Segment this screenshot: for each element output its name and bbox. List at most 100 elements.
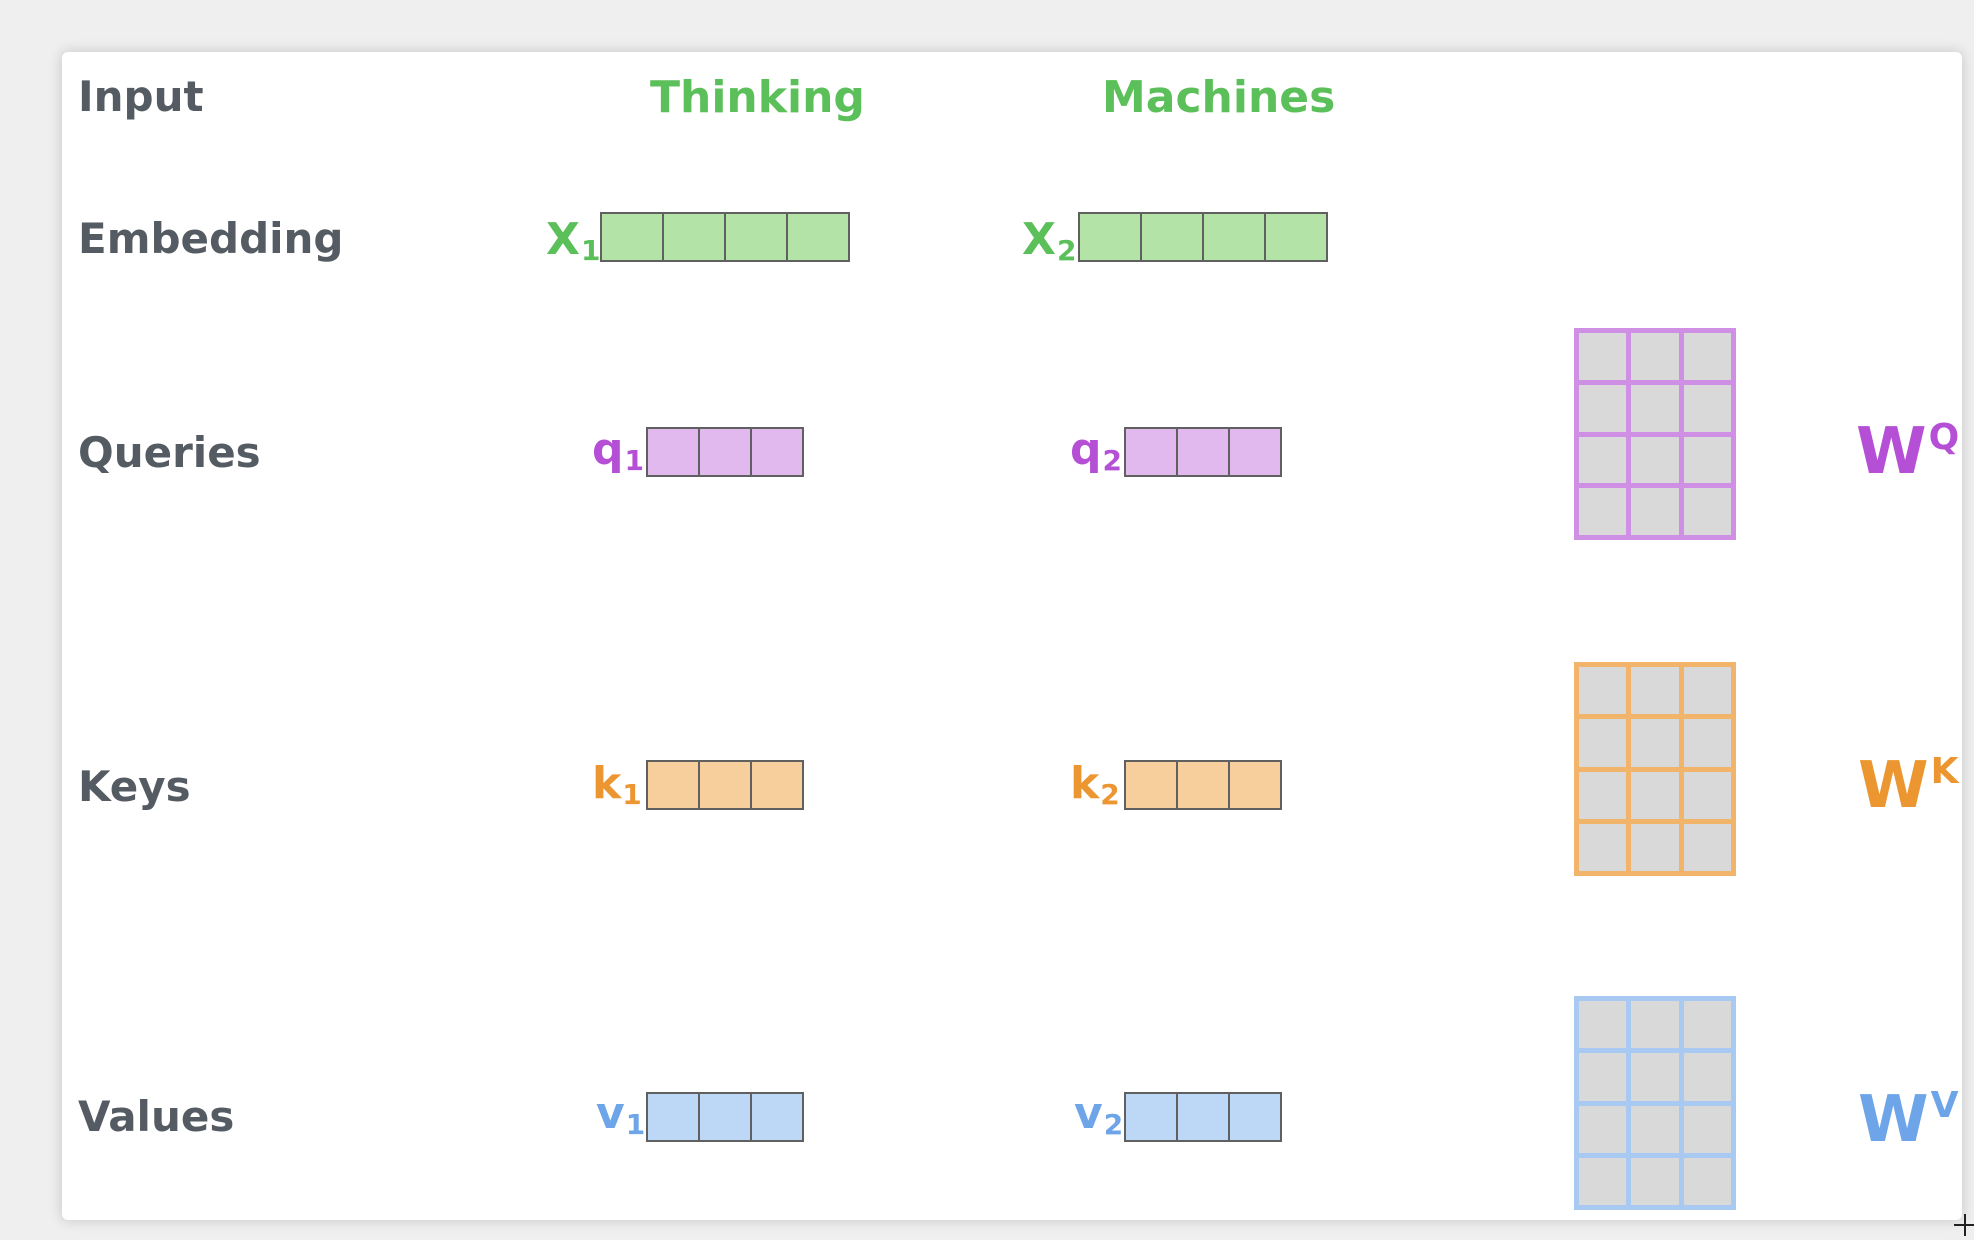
- embedding-vector-cell: [602, 214, 662, 260]
- crosshair-cursor-icon: [1954, 1214, 1974, 1236]
- value-vector-v2: [1124, 1092, 1282, 1142]
- weight-label-wk: WK: [1858, 751, 1959, 819]
- embedding-label-sub: 1: [580, 234, 601, 267]
- weight-matrix-value-cell: [1631, 1001, 1679, 1049]
- weight-matrix-key-cell: [1683, 667, 1731, 715]
- input-word-machines: Machines: [1102, 72, 1336, 123]
- weight-label-base: W: [1856, 415, 1927, 489]
- query-label-sub: 2: [1102, 444, 1122, 477]
- weight-matrix-query: [1574, 328, 1736, 540]
- weight-matrix-value-cell: [1631, 1105, 1679, 1153]
- query-label-base: q: [1070, 424, 1102, 475]
- embedding-vector-cell: [1264, 214, 1326, 260]
- key-label-k2: k2: [1070, 762, 1120, 809]
- embedding-label-sub: 2: [1056, 234, 1077, 267]
- weight-matrix-query-cell: [1579, 436, 1627, 484]
- embedding-vector-x2: [1078, 212, 1328, 262]
- weight-label-sup: K: [1930, 751, 1959, 792]
- row-label-embedding: Embedding: [78, 214, 344, 263]
- embedding-vector-cell: [1140, 214, 1202, 260]
- key-label-sub: 1: [622, 778, 642, 811]
- embedding-vector-cell: [1080, 214, 1140, 260]
- weight-matrix-value-cell: [1631, 1053, 1679, 1101]
- weight-matrix-query-cell: [1683, 384, 1731, 432]
- key-vector-cell: [750, 762, 802, 808]
- row-label-queries: Queries: [78, 428, 261, 477]
- embedding-vector-cell: [1202, 214, 1264, 260]
- weight-matrix-value-cell: [1579, 1105, 1627, 1153]
- weight-matrix-key: [1574, 662, 1736, 876]
- query-vector-cell: [648, 429, 698, 475]
- query-label-base: q: [592, 424, 624, 475]
- value-vector-cell: [1228, 1094, 1280, 1140]
- weight-matrix-key-cell: [1683, 719, 1731, 767]
- weight-matrix-query-cell: [1631, 436, 1679, 484]
- key-vector-cell: [1176, 762, 1228, 808]
- weight-matrix-value-cell: [1683, 1001, 1731, 1049]
- diagram-panel: Input Embedding Queries Keys Values Thin…: [62, 52, 1962, 1220]
- weight-matrix-key-cell: [1631, 667, 1679, 715]
- weight-matrix-query-cell: [1683, 488, 1731, 535]
- weight-matrix-query-cell: [1579, 333, 1627, 380]
- weight-matrix-query-cell: [1631, 384, 1679, 432]
- query-vector-q1: [646, 427, 804, 477]
- key-vector-cell: [1126, 762, 1176, 808]
- weight-matrix-key-cell: [1631, 823, 1679, 871]
- weight-matrix-key-cell: [1579, 823, 1627, 871]
- weight-matrix-query-cell: [1579, 384, 1627, 432]
- value-vector-cell: [698, 1094, 750, 1140]
- value-label-sub: 1: [625, 1108, 646, 1141]
- weight-matrix-value-cell: [1683, 1053, 1731, 1101]
- value-label-v2: v2: [1074, 1092, 1123, 1139]
- key-label-base: k: [1070, 758, 1100, 809]
- value-vector-cell: [648, 1094, 698, 1140]
- query-vector-cell: [1176, 429, 1228, 475]
- embedding-vector-x1: [600, 212, 850, 262]
- weight-matrix-key-cell: [1579, 667, 1627, 715]
- query-vector-cell: [1228, 429, 1280, 475]
- weight-matrix-key-cell: [1579, 719, 1627, 767]
- weight-label-sup: Q: [1928, 417, 1960, 458]
- value-label-base: v: [596, 1088, 625, 1139]
- query-vector-q2: [1124, 427, 1282, 477]
- query-label-sub: 1: [624, 444, 644, 477]
- weight-matrix-query-cell: [1683, 436, 1731, 484]
- query-label-q2: q2: [1070, 428, 1122, 475]
- weight-matrix-value-cell: [1579, 1053, 1627, 1101]
- embedding-label-base: X: [546, 214, 580, 265]
- key-vector-k2: [1124, 760, 1282, 810]
- weight-matrix-query-cell: [1631, 333, 1679, 380]
- row-label-input: Input: [78, 72, 204, 121]
- weight-label-wv: WV: [1858, 1085, 1959, 1153]
- weight-matrix-query-cell: [1683, 333, 1731, 380]
- key-label-k1: k1: [592, 762, 642, 809]
- weight-matrix-value-cell: [1683, 1157, 1731, 1205]
- weight-label-base: W: [1858, 1083, 1929, 1157]
- weight-label-sup: V: [1930, 1085, 1959, 1126]
- value-label-v1: v1: [596, 1092, 645, 1139]
- weight-matrix-query-cell: [1579, 488, 1627, 535]
- embedding-vector-cell: [786, 214, 848, 260]
- weight-label-base: W: [1858, 749, 1929, 823]
- value-vector-cell: [1176, 1094, 1228, 1140]
- key-vector-cell: [698, 762, 750, 808]
- query-vector-cell: [1126, 429, 1176, 475]
- value-label-base: v: [1074, 1088, 1103, 1139]
- embedding-label-base: X: [1022, 214, 1056, 265]
- row-label-values: Values: [78, 1092, 235, 1141]
- key-vector-cell: [1228, 762, 1280, 808]
- key-label-base: k: [592, 758, 622, 809]
- weight-matrix-key-cell: [1631, 771, 1679, 819]
- weight-matrix-value: [1574, 996, 1736, 1210]
- weight-matrix-value-cell: [1579, 1157, 1627, 1205]
- weight-matrix-value-cell: [1579, 1001, 1627, 1049]
- embedding-label-x1: X1: [546, 218, 600, 265]
- weight-matrix-key-cell: [1631, 719, 1679, 767]
- value-label-sub: 2: [1103, 1108, 1124, 1141]
- input-word-thinking: Thinking: [650, 72, 865, 123]
- key-vector-cell: [648, 762, 698, 808]
- weight-matrix-query-cell: [1631, 488, 1679, 535]
- key-label-sub: 2: [1100, 778, 1120, 811]
- row-label-keys: Keys: [78, 762, 191, 811]
- weight-matrix-key-cell: [1683, 823, 1731, 871]
